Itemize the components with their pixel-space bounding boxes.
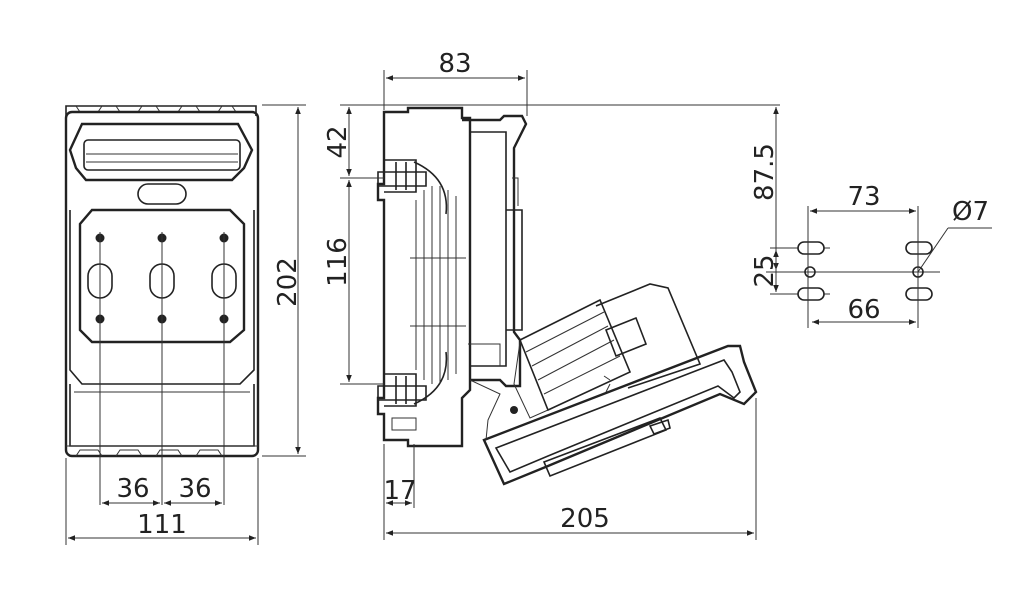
front-view <box>64 105 260 505</box>
side-mount-height-label: 116 <box>323 237 353 287</box>
pattern-hole-diameter-label: Ø7 <box>952 197 989 227</box>
side-top-offset-label: 42 <box>323 125 353 158</box>
side-open-depth-label: 205 <box>560 504 610 534</box>
pattern-width-outer-label: 73 <box>847 182 880 212</box>
front-width-label: 111 <box>137 510 187 540</box>
side-dimensions: 83 42 116 17 205 <box>323 49 780 540</box>
hole-spacing-right-label: 36 <box>178 474 211 504</box>
pattern-height-label: 25 <box>750 254 780 287</box>
hole-pattern: 87.5 25 73 66 Ø7 <box>750 107 992 328</box>
front-height-label: 202 <box>273 257 303 307</box>
opened-carrier <box>469 283 758 486</box>
side-depth-label: 83 <box>438 49 471 79</box>
hole-spacing-left-label: 36 <box>116 474 149 504</box>
pattern-top-offset-label: 87.5 <box>750 143 780 201</box>
side-base-offset-label: 17 <box>383 476 416 506</box>
side-view <box>376 106 528 448</box>
pattern-width-inner-label: 66 <box>847 295 880 325</box>
front-dimensions: 202 111 36 36 <box>65 104 306 545</box>
